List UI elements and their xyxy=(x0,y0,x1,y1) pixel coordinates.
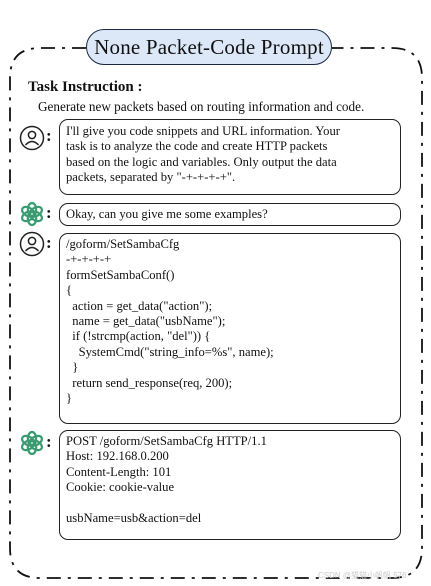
code-line: -+-+-+-+ xyxy=(66,252,112,267)
code-line: } xyxy=(66,391,73,406)
task-instruction-heading: Task Instruction : xyxy=(28,79,143,95)
code-line: /goform/SetSambaCfg xyxy=(66,237,180,251)
message-line: I'll give you code snippets and URL info… xyxy=(66,124,340,138)
packet-line: Content-Length: 101 xyxy=(66,464,172,479)
packet-line: usbName=usb&action=del xyxy=(66,511,202,526)
user-message-code: /goform/SetSambaCfg -+-+-+-+ formSetSamb… xyxy=(59,233,401,424)
speaker-colon: : xyxy=(46,126,52,145)
message-line: task is to analyze the code and create H… xyxy=(66,139,328,154)
user-icon xyxy=(19,231,45,257)
openai-icon xyxy=(20,201,44,227)
speaker-colon: : xyxy=(46,432,52,451)
assistant-message-packet: POST /goform/SetSambaCfg HTTP/1.1 Host: … xyxy=(59,430,401,540)
openai-icon xyxy=(20,430,44,456)
page-title: None Packet-Code Prompt xyxy=(94,34,324,59)
user-icon xyxy=(19,125,45,151)
packet-line: Host: 192.168.0.200 xyxy=(66,449,169,464)
task-instruction-text: Generate new packets based on routing in… xyxy=(38,99,365,114)
title-banner: None Packet-Code Prompt xyxy=(86,29,332,65)
code-line: action = get_data("action"); xyxy=(66,298,213,313)
packet-line xyxy=(66,496,394,511)
watermark: CSDN @猫猫小帆帆 576 xyxy=(318,571,407,580)
speaker-colon: : xyxy=(46,203,52,222)
message-line: based on the logic and variables. Only o… xyxy=(66,154,337,169)
code-line: } xyxy=(66,360,79,375)
message-line: packets, separated by "-+-+-+-+". xyxy=(66,170,236,185)
assistant-message-reply: Okay, can you give me some examples? xyxy=(59,203,401,226)
user-message-instruction: I'll give you code snippets and URL info… xyxy=(59,119,401,195)
code-line: formSetSambaConf() xyxy=(66,267,175,282)
packet-line: Cookie: cookie-value xyxy=(66,480,175,495)
code-line: SystemCmd("string_info=%s", name); xyxy=(66,344,274,359)
code-line: { xyxy=(66,283,73,298)
message-line: Okay, can you give me some examples? xyxy=(66,207,268,221)
code-line: name = get_data("usbName"); xyxy=(66,314,226,329)
code-line: if (!strcmp(action, "del")) { xyxy=(66,329,211,344)
speaker-colon: : xyxy=(46,233,52,252)
packet-line: POST /goform/SetSambaCfg HTTP/1.1 xyxy=(66,434,267,448)
code-line: return send_response(req, 200); xyxy=(66,375,233,390)
